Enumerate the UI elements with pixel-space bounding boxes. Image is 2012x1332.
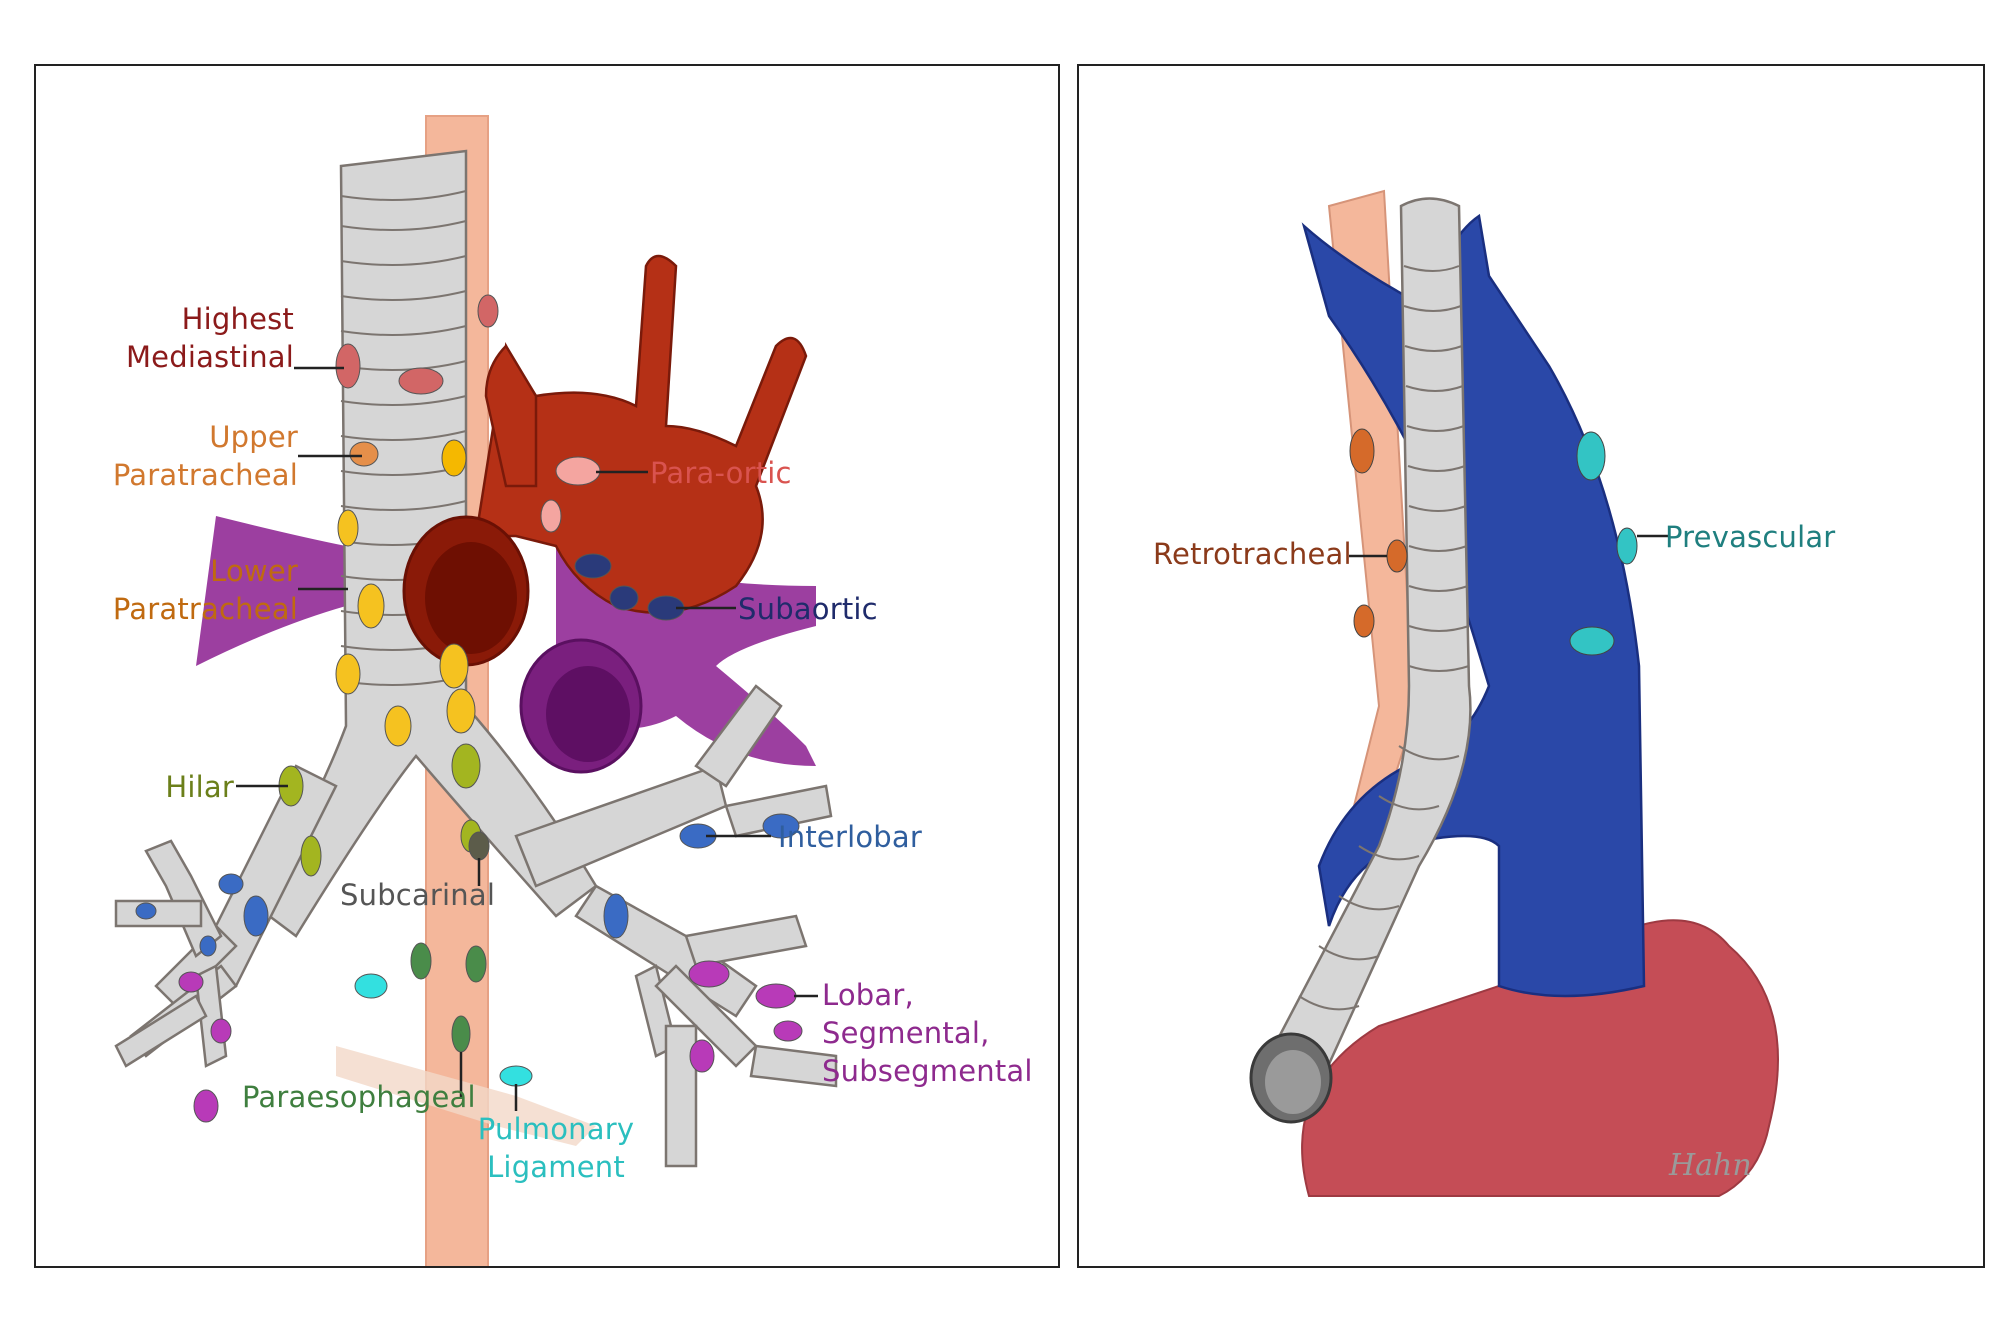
leader-lines xyxy=(1349,534,1669,558)
mediastinal-anatomy-illustration xyxy=(114,115,838,1266)
prevascular-label: Prevascular xyxy=(1665,520,1836,554)
left-panel-mediastinal-nodes: Highest Mediastinal Upper Paratracheal L… xyxy=(34,64,1060,1268)
para-ortic-label: Para-ortic xyxy=(650,456,792,490)
artist-signature: Hahn xyxy=(1669,1148,1752,1183)
trachea xyxy=(1267,197,1472,1088)
highest-mediastinal-label: Highest Mediastinal xyxy=(125,302,294,374)
lower-paratracheal-label: Lower Paratracheal xyxy=(112,554,298,626)
left-pulmonary-artery xyxy=(196,516,346,666)
hilar-label: Hilar xyxy=(165,770,234,804)
aortic-arch xyxy=(474,254,808,614)
leader-lines xyxy=(236,366,818,1111)
upper-paratracheal-label: Upper Paratracheal xyxy=(112,420,298,492)
lymph-nodes xyxy=(135,294,803,1123)
paraesophageal-label: Paraesophageal xyxy=(242,1080,476,1114)
subcarinal-label: Subcarinal xyxy=(340,878,496,912)
pulmonary-ligament-label: Pulmonary Ligament xyxy=(477,1112,635,1184)
lymph-nodes xyxy=(1349,428,1638,656)
retrotracheal-label: Retrotracheal xyxy=(1153,537,1352,571)
pulmonary-ligament xyxy=(336,1046,596,1146)
lateral-mediastinum-illustration xyxy=(1249,189,1779,1197)
interlobar-label: Interlobar xyxy=(778,820,922,854)
right-panel-retrotracheal-prevascular: Retrotracheal Prevascular Hahn xyxy=(1077,64,1985,1268)
subaortic-label: Subaortic xyxy=(738,592,878,626)
lobar-segmental-label: Lobar, Segmental, Subsegmental xyxy=(822,978,1033,1088)
vena-cava xyxy=(1301,213,1646,998)
